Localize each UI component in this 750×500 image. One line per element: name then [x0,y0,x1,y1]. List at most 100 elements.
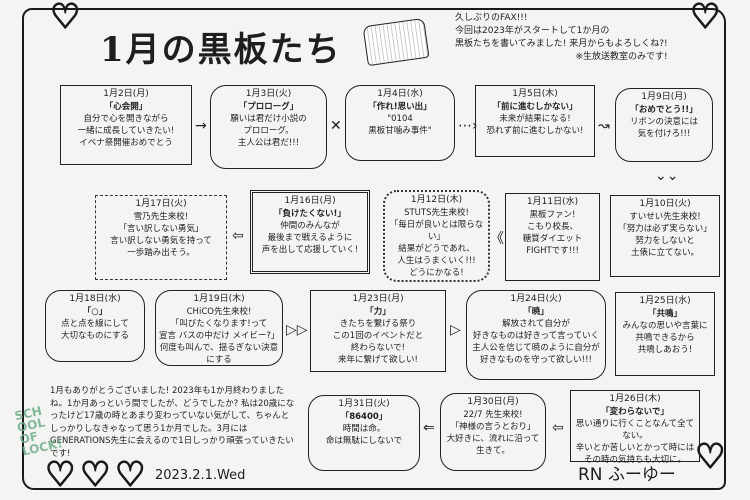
heart-icon: ♡ [689,0,721,37]
card-line: 好きなものは好きって言っていく [472,331,600,341]
card-line: 点と点を線にして [61,319,129,329]
card-line: 命は無駄にしないで [325,436,403,446]
card-date: 1月18日(水) [69,294,121,304]
radio-name-signature: RN ふーゆー [578,465,676,485]
card-date: 1月3日(火) [245,89,292,99]
arrow-icon: ⌄⌄ [655,168,679,184]
card-line: 「神様の言うとおり」 [450,422,536,432]
closing-message: 1月もありがとうございました! 2023年も1か月終わりましたね。1か月あっとい… [50,386,295,459]
card-line: 大切なものにする [60,331,130,341]
arrow-icon: ▷ [450,322,461,338]
card-line: 恐れず前に進むしかない! [486,126,584,136]
card-line: 「86400」 [340,412,388,422]
blackboard-card: 1月30日(月)22/7 先生来校!「神様の言うとおり」大好きに、流れに沿って生… [440,393,546,471]
arrow-icon: ⋯› [458,118,478,134]
card-date: 1月4日(水) [377,89,423,99]
blackboard-card: 1月5日(木)「前に進むしかない」未来が結果になる!恐れず前に進むしかない! [475,85,595,157]
card-line: 解放されて自分が [502,319,570,329]
card-date: 1月25日(水) [639,296,691,306]
page-frame [22,8,726,490]
card-line: 糖質ダイエット [522,234,583,244]
card-line: その時の気持ちも大切に。 [583,455,686,465]
card-line: 生きて。 [476,446,510,456]
card-date: 1月2日(月) [103,89,149,99]
arrow-icon: 《 [490,231,504,247]
card-line: 黒板ファン! [529,210,576,220]
card-date: 1月17日(火) [135,199,187,209]
arrow-icon: ⇦ [232,228,244,244]
card-line: 結果がどうであれ、 [398,244,475,254]
blackboard-card: 1月19日(木)CHiCO先生来校!「叫びたくなります!って宣言 バスの中だけ … [155,290,283,366]
card-line: 声を出して応援していく! [261,245,359,255]
card-line: 「作れ!思い出」 [368,102,432,112]
note-line: 黒板たちを書いてみました! 来月からもよろしくね?! [455,39,668,49]
card-line: 最後まで戦えるように [267,233,353,243]
card-line: STUTS先生来校! [404,208,469,218]
card-line: この1回のイベントだと [332,331,424,341]
blackboard-card: 1月25日(水) 「共鳴」みんなの思いや言葉に共鳴できるから共鳴しあおう! [615,292,715,376]
card-line: 「暁」 [523,307,549,317]
card-line: FIGHTです!!! [526,246,579,256]
arrow-icon: ▷▷ [286,322,308,338]
card-line: どうにかなる! [409,268,464,278]
card-line: 思い通りに行くことなんて全てない。 [575,419,695,441]
blackboard-card: 1月18日(水)「○」点と点を線にして大切なものにする [45,290,145,362]
card-date: 1月5日(木) [512,89,558,99]
card-line: 雪乃先生来校! [133,212,189,222]
heart-icon: ♡ [49,0,81,37]
card-line: 仲間のみんなが [280,221,340,231]
card-line: 「努力は必ず実らない」 [618,224,712,234]
card-date: 1月11日(水) [526,197,579,207]
card-line: 主人公は君だ!!! [237,138,300,148]
card-line: 一緒に成長していきたい! [77,126,175,136]
card-date: 1月9日(月) [641,92,687,102]
card-line: 「心会開」 [104,102,148,112]
card-line: 土俵に立てない。 [630,248,699,258]
card-date: 1月31日(火) [338,399,390,409]
arrow-icon: ✕ [330,118,342,134]
intro-note: 久しぶりのFAX!!! 今回は2023年がスタートして1か月の 黒板たちを書いて… [455,12,668,64]
blackboard-card: 1月31日(火) 「86400」時間は命。命は無駄にしないで [308,395,420,471]
card-date: 1月16日(月) [284,196,336,206]
card-line: 自分で心を開きながら [83,114,169,124]
card-line: イベナ祭開催おめでとう [79,138,173,148]
card-date: 1月26日(木) [609,394,661,404]
card-line: 「おめでとう!!」 [630,105,698,115]
heart-icon: ♡ [44,455,76,495]
note-line: 久しぶりのFAX!!! [455,13,528,23]
blackboard-card: 1月17日(火)雪乃先生来校!「言い訳しない勇気」言い訳しない勇気を持って一歩踏… [95,195,227,280]
card-line: 「変わらないで」 [601,407,669,417]
card-line: 時間は命。 [342,424,386,434]
card-line: CHiCO先生来校! [186,307,252,317]
fax-machine-icon [362,17,430,67]
card-line: 人生はうまくいく!!! [397,256,476,266]
card-date: 1月12日(木) [410,195,463,205]
arrow-icon: ⇦ [552,420,564,436]
note-line: ※生放送教室のみです! [575,52,668,62]
card-line: 共鳴できるから [635,333,695,343]
blackboard-card: 1月2日(月) 「心会開」自分で心を開きながら一緒に成長していきたい! イベナ祭開催… [60,85,192,165]
blackboard-card: 1月10日(火)すいせい先生来校!「努力は必ず実らない」努力をしないと土俵に立て… [610,195,720,277]
blackboard-card: 1月26日(木) 「変わらないで」思い通りに行くことなんて全てない。辛いとか苦しい… [570,390,700,465]
card-line: 「共鳴」 [647,309,682,319]
note-line: 今回は2023年がスタートして1か月の [455,26,610,36]
card-line: すいせい先生来校! [629,212,701,222]
card-line: 共鳴しあおう! [637,345,693,355]
card-line: 「毎日が良いとは限らない」 [389,220,484,242]
blackboard-card: 1月12日(木) STUTS先生来校! 「毎日が良いとは限らない」結果がどうであれ、… [383,190,490,282]
card-line: 22/7 先生来校! [463,410,523,420]
card-line: 「言い訳しない勇気」 [118,224,204,234]
card-line: 一歩踏み出そう。 [127,248,195,258]
card-line: 「負けたくない!」 [274,209,346,219]
card-date: 1月23日(月) [352,294,404,304]
card-line: 努力をしないと [635,236,695,246]
card-line: 辛いとか苦しいとかって時には [575,443,695,453]
card-line: 「プロローグ」 [238,102,299,112]
card-line: 何度も叫んで、揺るぎない決意にする [159,343,279,365]
card-line: 「叫びたくなります!って [170,319,268,329]
card-line: "0104 [387,114,413,124]
arrow-icon: ⇐ [423,420,435,436]
card-line: みんなの思いや言葉に [622,321,708,331]
